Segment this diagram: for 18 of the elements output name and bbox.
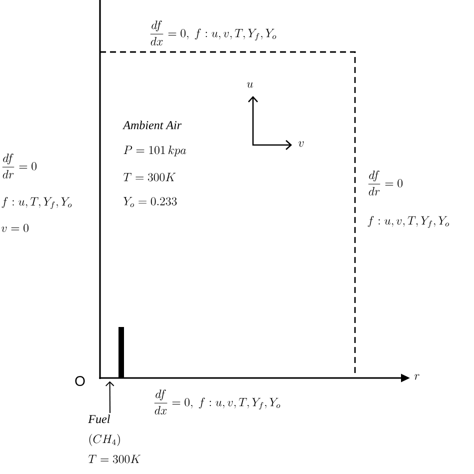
velocity-label: $v$ — [298, 141, 304, 147]
boundary-condition: $v=0$ — [2, 224, 28, 232]
arrow — [105, 381, 114, 414]
boundary-condition: $\frac{df}{dr}=0$ — [2, 154, 36, 178]
origin-label: O — [75, 376, 85, 386]
nozzle-bar — [118, 327, 124, 378]
condition-label: $Y_o=0.233$ — [124, 197, 177, 208]
boundary-condition: $\frac{df}{dx}=0,\ f:u,v,T,Y_f,Y_o$ — [154, 390, 280, 414]
velocity-label: $u$ — [247, 82, 253, 88]
boundary-condition: $\frac{df}{dr}=0$ — [368, 170, 402, 196]
inlet-label: Fuel $(CH_4)$ $T=300K$ — [88, 414, 141, 464]
boundary-condition: $f:u,v,T,Y_f,Y_o$ — [368, 216, 449, 228]
boundary-condition: $\frac{df}{dx}=0,\ f:u,v,T,Y_f,Y_o$ — [150, 20, 276, 46]
condition-label: $T=300K$ — [123, 172, 176, 182]
region-label: Ambient Air — [122, 120, 182, 130]
condition-label: $P=101\,kpa$ — [124, 146, 186, 156]
boundary-condition: $f:u,T,Y_f,Y_o$ — [2, 197, 72, 209]
axis-label: $r$ — [414, 374, 420, 380]
